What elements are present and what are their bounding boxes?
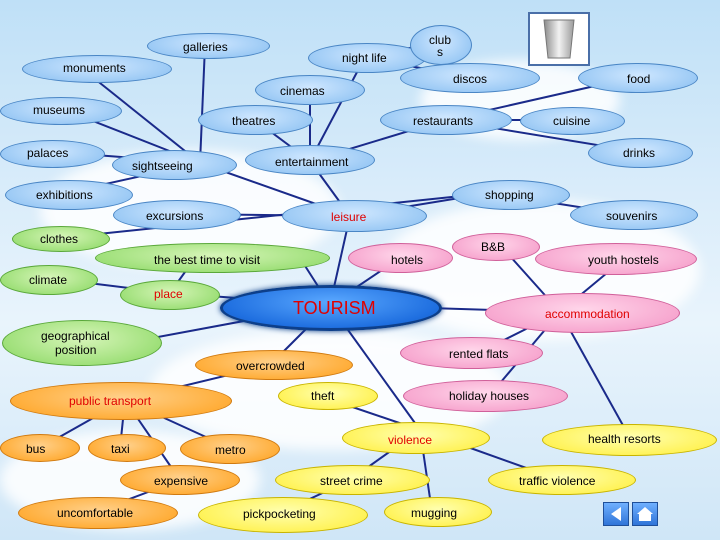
node-label: museums bbox=[33, 104, 85, 117]
node-palaces: palaces bbox=[0, 140, 105, 168]
node-place: place bbox=[120, 280, 220, 310]
glass-icon bbox=[528, 12, 590, 66]
node-pickpocketing: pickpocketing bbox=[198, 497, 368, 533]
node-food: food bbox=[578, 63, 698, 93]
node-label: palaces bbox=[27, 147, 68, 160]
node-b-and-b: B&B bbox=[452, 233, 540, 261]
node-museums: museums bbox=[0, 97, 122, 125]
node-label: s bbox=[437, 46, 443, 59]
node-cuisine: cuisine bbox=[520, 107, 625, 135]
node-expensive: expensive bbox=[120, 465, 240, 495]
node-label: excursions bbox=[146, 210, 203, 223]
node-cinemas: cinemas bbox=[255, 75, 365, 105]
center-tourism: TOURISM bbox=[220, 285, 442, 331]
node-climate: climate bbox=[0, 265, 98, 295]
node-label: shopping bbox=[485, 189, 534, 202]
node-traffic-violence: traffic violence bbox=[488, 465, 636, 495]
node-label: drinks bbox=[623, 147, 655, 160]
node-label: metro bbox=[215, 444, 246, 457]
node-geographical-position: geographical position bbox=[2, 320, 162, 366]
node-violence: violence bbox=[342, 422, 490, 454]
node-theft: theft bbox=[278, 382, 378, 410]
node-galleries: galleries bbox=[147, 33, 270, 59]
node-street-crime: street crime bbox=[275, 465, 430, 495]
node-sightseeing: sightseeing bbox=[112, 150, 237, 180]
node-label: rented flats bbox=[449, 348, 508, 361]
node-bus: bus bbox=[0, 434, 80, 462]
node-rented-flats: rented flats bbox=[400, 337, 543, 369]
node-label: holiday houses bbox=[449, 390, 529, 403]
node-taxi: taxi bbox=[88, 434, 166, 462]
node-label: the best time to visit bbox=[154, 254, 260, 267]
node-label: mugging bbox=[411, 507, 457, 520]
node-theatres: theatres bbox=[198, 105, 313, 135]
node-holiday-houses: holiday houses bbox=[403, 380, 568, 412]
node-label: youth hostels bbox=[588, 254, 659, 267]
node-label: TOURISM bbox=[293, 302, 376, 315]
node-label: souvenirs bbox=[606, 210, 657, 223]
node-label: B&B bbox=[481, 241, 505, 254]
node-label: taxi bbox=[111, 443, 130, 456]
node-label: bus bbox=[26, 443, 45, 456]
node-label: cuisine bbox=[553, 115, 590, 128]
node-souvenirs: souvenirs bbox=[570, 200, 698, 230]
home-icon[interactable] bbox=[632, 502, 658, 526]
node-label: galleries bbox=[183, 41, 228, 54]
node-shopping: shopping bbox=[452, 180, 570, 210]
node-label: sightseeing bbox=[132, 160, 193, 173]
node-overcrowded: overcrowded bbox=[195, 350, 353, 380]
node-accommodation: accommodation bbox=[485, 293, 680, 333]
node-public-transport: public transport bbox=[10, 382, 232, 420]
node-youth-hostels: youth hostels bbox=[535, 243, 697, 275]
node-best-time: the best time to visit bbox=[95, 243, 330, 273]
node-entertainment: entertainment bbox=[245, 145, 375, 175]
node-drinks: drinks bbox=[588, 138, 693, 168]
node-exhibitions: exhibitions bbox=[5, 180, 133, 210]
node-label: entertainment bbox=[275, 156, 348, 169]
node-discos: discos bbox=[400, 63, 540, 93]
node-clubs: club s bbox=[410, 25, 472, 65]
node-health-resorts: health resorts bbox=[542, 424, 717, 456]
node-label: pickpocketing bbox=[243, 508, 316, 521]
node-label: street crime bbox=[320, 475, 383, 488]
node-label: theatres bbox=[232, 115, 275, 128]
node-label: uncomfortable bbox=[57, 507, 133, 520]
node-label: clothes bbox=[40, 233, 78, 246]
node-label: cinemas bbox=[280, 85, 325, 98]
node-label: position bbox=[55, 344, 96, 357]
node-label: hotels bbox=[391, 254, 423, 267]
node-label: expensive bbox=[154, 475, 208, 488]
back-arrow-icon[interactable] bbox=[603, 502, 629, 526]
node-label: monuments bbox=[63, 62, 126, 75]
node-clothes: clothes bbox=[12, 226, 110, 252]
node-label: climate bbox=[29, 274, 67, 287]
node-label: discos bbox=[453, 73, 487, 86]
node-restaurants: restaurants bbox=[380, 105, 512, 135]
node-label: public transport bbox=[69, 395, 151, 408]
node-label: overcrowded bbox=[236, 360, 305, 373]
node-label: night life bbox=[342, 52, 387, 65]
node-label: traffic violence bbox=[519, 475, 595, 488]
node-label: geographical bbox=[41, 330, 110, 343]
node-mugging: mugging bbox=[384, 497, 492, 527]
node-night-life: night life bbox=[308, 43, 426, 73]
node-label: accommodation bbox=[545, 308, 630, 321]
node-label: violence bbox=[388, 434, 432, 447]
node-label: food bbox=[627, 73, 650, 86]
node-uncomfortable: uncomfortable bbox=[18, 497, 178, 529]
node-label: restaurants bbox=[413, 115, 473, 128]
node-leisure: leisure bbox=[282, 200, 427, 232]
node-metro: metro bbox=[180, 434, 280, 464]
node-label: place bbox=[154, 288, 183, 301]
node-hotels: hotels bbox=[348, 243, 453, 273]
node-monuments: monuments bbox=[22, 55, 172, 83]
node-label: leisure bbox=[331, 211, 366, 224]
node-excursions: excursions bbox=[113, 200, 241, 230]
node-label: health resorts bbox=[588, 433, 661, 446]
node-label: theft bbox=[311, 390, 334, 403]
node-label: exhibitions bbox=[36, 189, 93, 202]
